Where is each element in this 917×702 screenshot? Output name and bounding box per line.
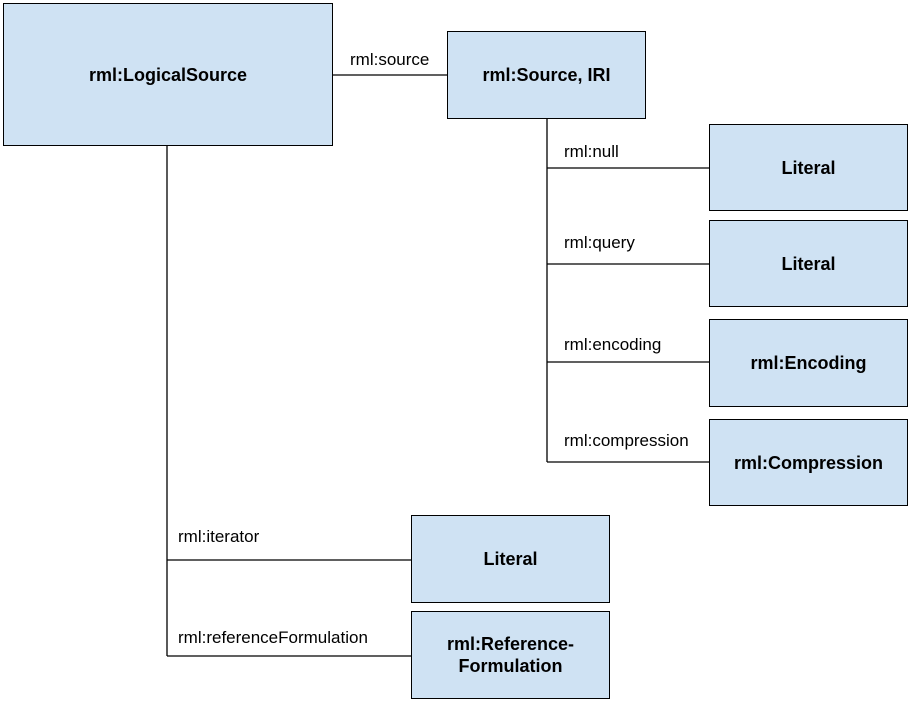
node-source: rml:Source, IRI xyxy=(447,31,646,119)
edge-label-compression: rml:compression xyxy=(564,431,689,450)
edge-label-reference-formulation: rml:referenceFormulation xyxy=(178,628,368,647)
node-reference-formulation: rml:Reference- Formulation xyxy=(411,611,610,699)
node-label: Literal xyxy=(483,549,538,569)
node-label: rml:LogicalSource xyxy=(88,64,248,85)
node-encoding: rml:Encoding xyxy=(709,319,908,407)
edge-label-encoding: rml:encoding xyxy=(564,335,662,354)
node-logical-source: rml:LogicalSource xyxy=(3,3,333,146)
node-label: Literal xyxy=(781,253,836,274)
node-label: rml:Encoding xyxy=(750,353,867,373)
node-compression: rml:Compression xyxy=(709,419,908,506)
edge-label-query: rml:query xyxy=(564,233,635,252)
edge-label-source: rml:source xyxy=(350,50,430,69)
edge-label-iterator: rml:iterator xyxy=(178,527,260,546)
node-iterator-literal: Literal xyxy=(411,515,610,603)
node-label: rml:Reference- Formulation xyxy=(446,634,575,676)
node-query-literal: Literal xyxy=(709,220,908,307)
node-label: Literal xyxy=(781,157,836,178)
node-null-literal: Literal xyxy=(709,124,908,211)
node-label: rml:Source, IRI xyxy=(482,65,611,85)
node-label: rml:Compression xyxy=(733,452,884,473)
edge-label-null: rml:null xyxy=(564,142,619,161)
